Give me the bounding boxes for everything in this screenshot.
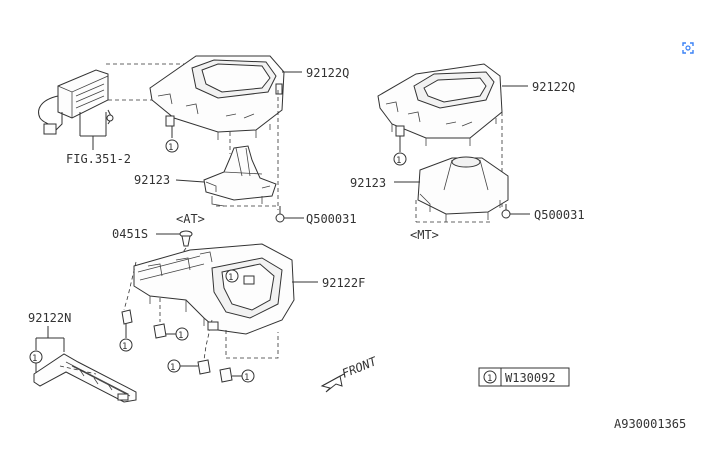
callout-1-e: 1: [178, 331, 183, 341]
front-arrow: [320, 373, 345, 393]
legend-code: W130092: [505, 371, 556, 385]
diagram-id: A930001365: [614, 417, 686, 431]
label-q-right: 92122Q: [532, 80, 575, 94]
bolt-mt: [501, 204, 511, 219]
label-n-panel: 92122N: [28, 311, 71, 325]
label-mt-tag: <MT>: [410, 228, 439, 242]
callout-1-h: 1: [32, 354, 37, 364]
legend: [478, 367, 570, 387]
shifter-assembly: [38, 69, 109, 135]
bolt-at: [275, 206, 285, 223]
callout-1-f: 1: [170, 363, 175, 373]
label-bolt-at: Q500031: [306, 212, 357, 226]
callout-1-g: 1: [244, 373, 249, 383]
console-trim-mt: [377, 63, 503, 146]
shift-boot-mt: [417, 156, 509, 222]
legend-number: 1: [487, 374, 492, 384]
label-q-left: 92122Q: [306, 66, 349, 80]
label-bolt-mt: Q500031: [534, 208, 585, 222]
label-at-tag: <AT>: [176, 212, 205, 226]
callout-1-b: 1: [396, 156, 401, 166]
expand-icon-glyph: [682, 42, 694, 54]
label-fig-ref: FIG.351-2: [66, 152, 131, 166]
label-front: FRONT: [340, 354, 379, 381]
clip-0451s: [179, 230, 193, 247]
callout-1-d: 1: [122, 342, 127, 352]
panel-clips: [121, 309, 233, 383]
label-f-panel: 92122F: [322, 276, 365, 290]
console-panel-f: [133, 243, 295, 335]
callout-1-a: 1: [168, 143, 173, 153]
label-boot-mt: 92123: [350, 176, 386, 190]
shift-boot-at: [203, 145, 277, 207]
callout-1-c: 1: [228, 273, 233, 283]
label-boot-at: 92123: [134, 173, 170, 187]
console-trim-at: [149, 55, 285, 140]
label-clip: 0451S: [112, 227, 148, 241]
side-panel-n: [33, 353, 137, 403]
expand-icon[interactable]: [678, 38, 698, 58]
